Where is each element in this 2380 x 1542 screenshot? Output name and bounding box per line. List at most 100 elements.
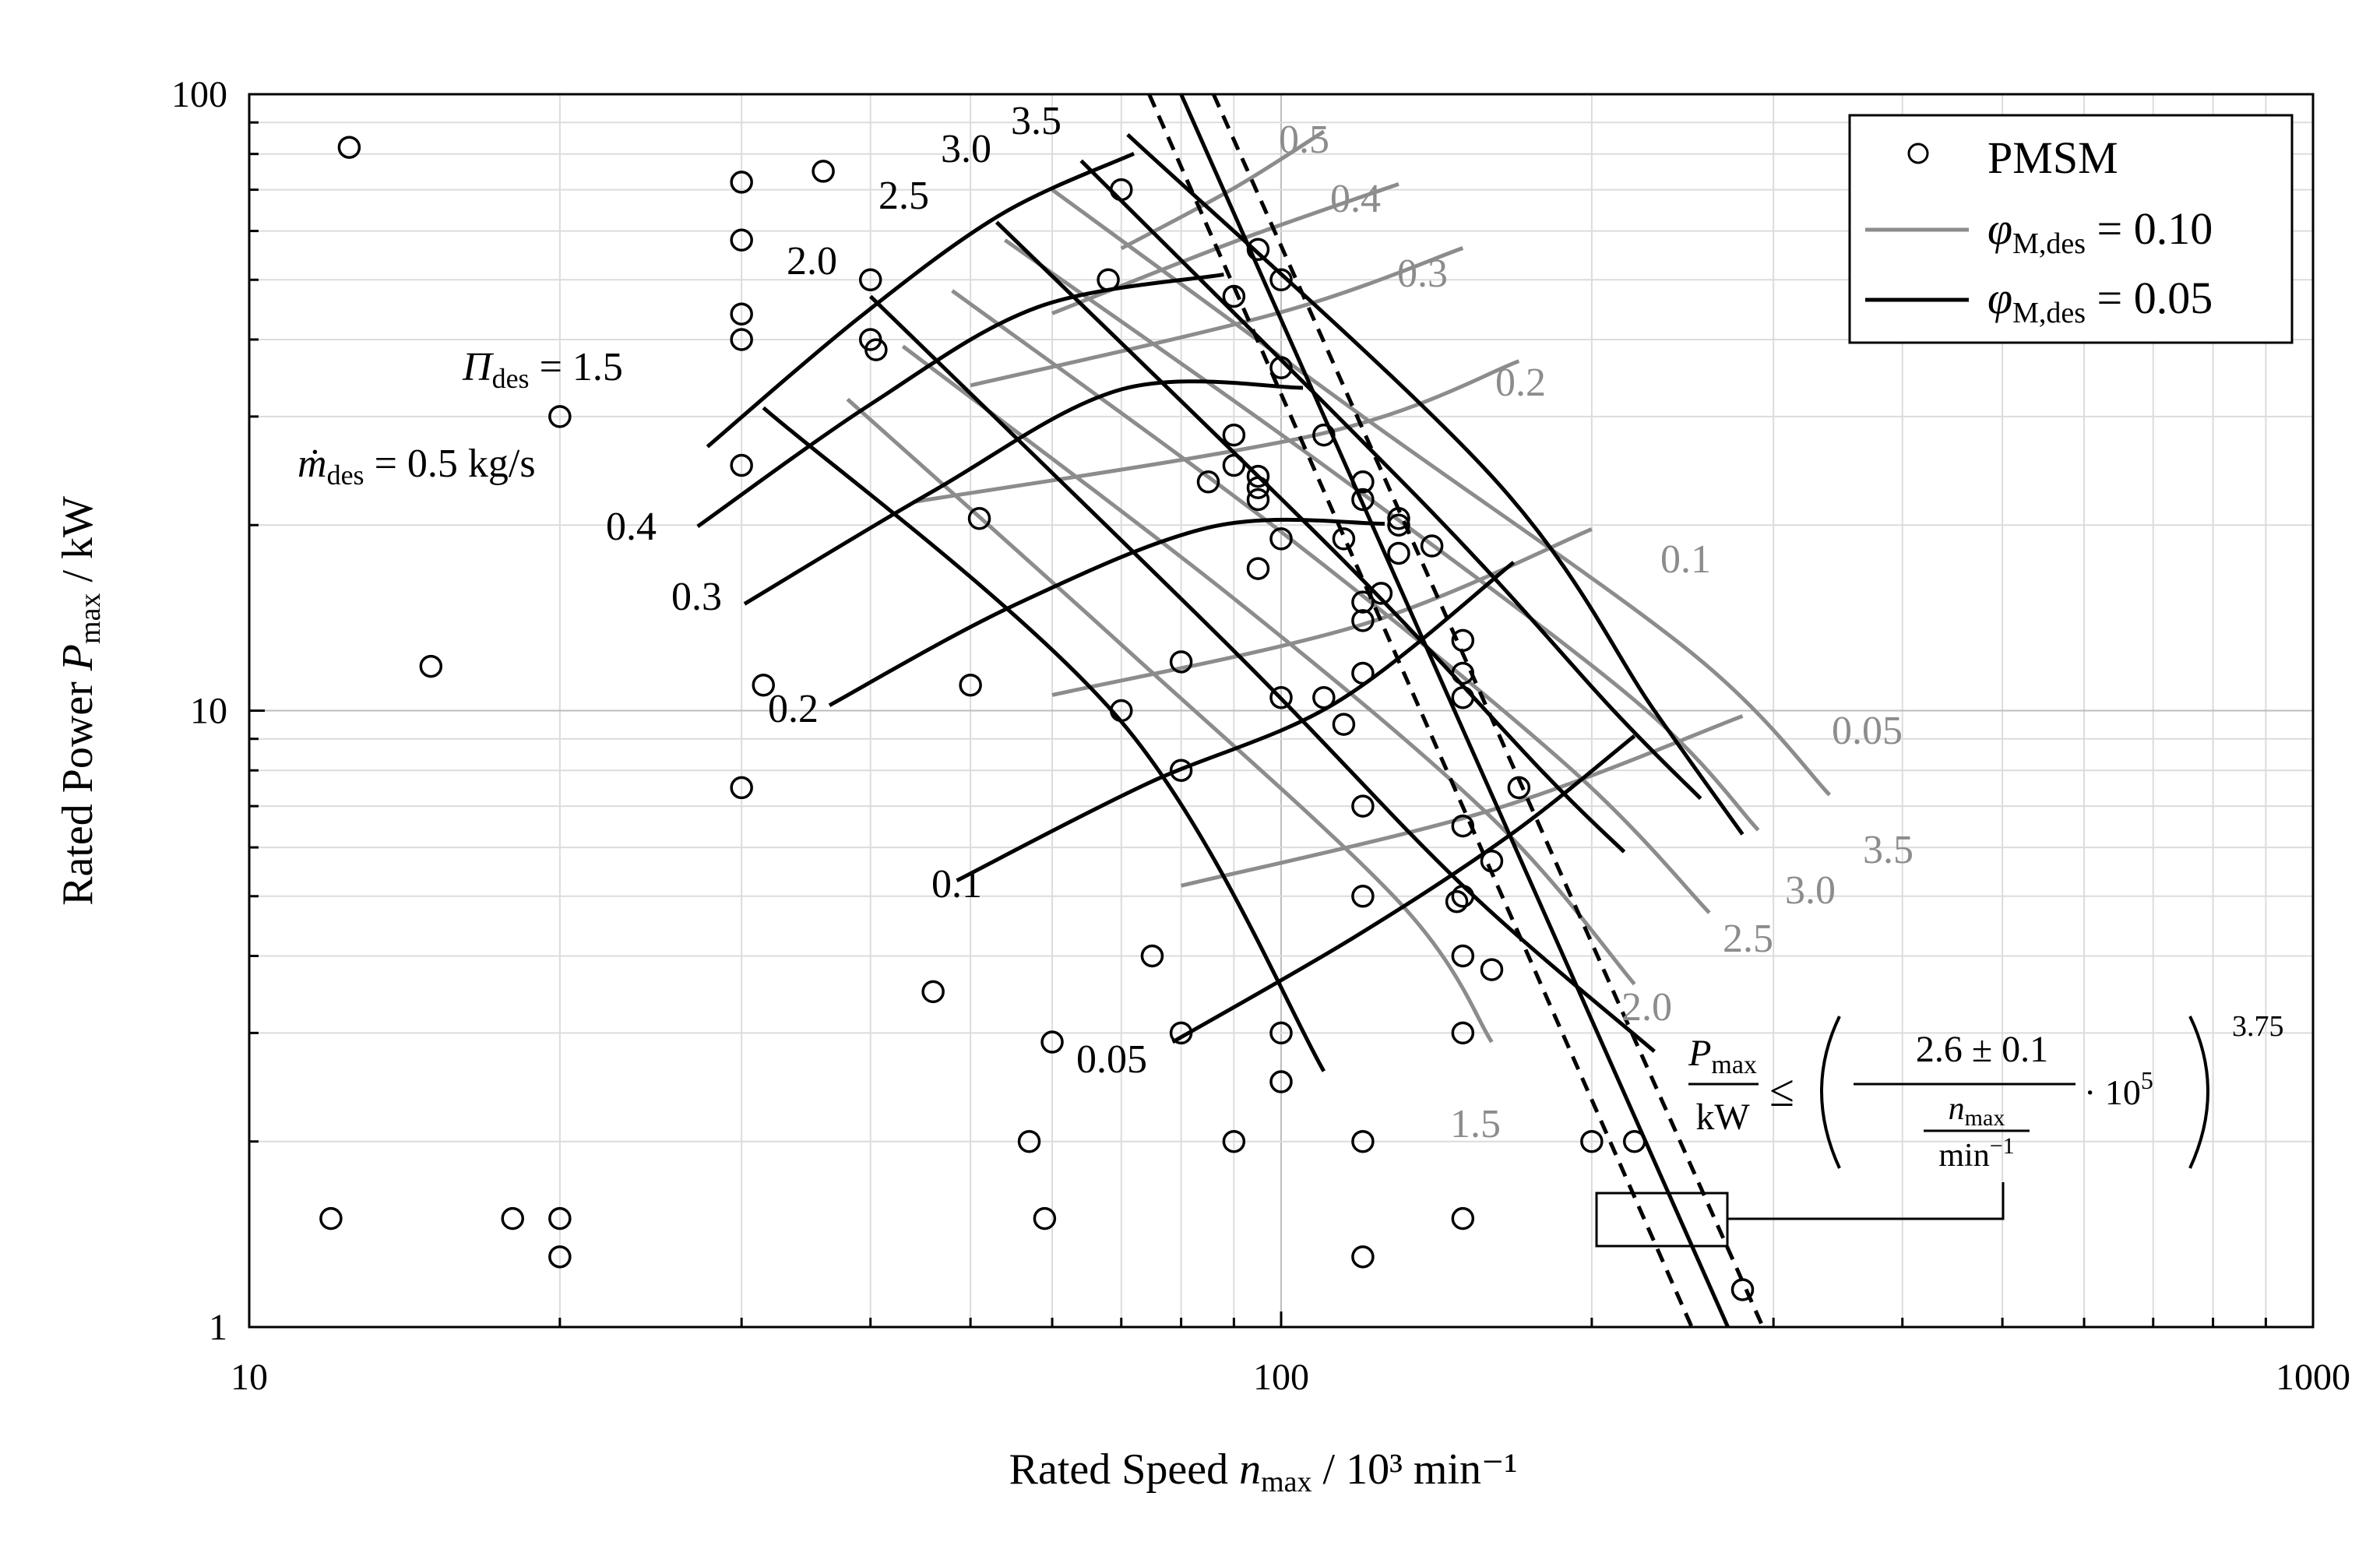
gray-mdot-label-0.05: 0.05	[1832, 709, 1903, 753]
scatter-point	[1332, 527, 1356, 551]
gray-mdot-line	[1120, 129, 1326, 251]
gray-pi-label-3.5: 3.5	[1863, 828, 1914, 872]
scatter-point	[1622, 1129, 1646, 1153]
black-mdot-line	[956, 561, 1516, 882]
gray-pi-line	[1051, 188, 1832, 797]
y-axis-label: Rated Power Pmax / kW	[54, 496, 107, 906]
scatter-point	[1169, 650, 1193, 674]
scatter-point	[1351, 661, 1375, 685]
scatter-point	[1269, 527, 1293, 551]
scatter-point	[730, 453, 753, 477]
scatter-point	[1351, 885, 1375, 908]
gray-pi-label-2.0: 2.0	[1621, 985, 1672, 1030]
black-mdot-line	[706, 152, 1135, 449]
scatter-point	[1269, 685, 1293, 709]
y-tick-label: 100	[171, 74, 227, 115]
scatter-point	[1451, 944, 1475, 968]
scatter-point	[1351, 1129, 1375, 1153]
scatter-point	[1312, 423, 1336, 447]
scatter-point	[1196, 470, 1220, 494]
black-pi-label-3.5: 3.5	[1011, 99, 1061, 143]
scatter-point	[1369, 582, 1393, 605]
scatter-point	[1387, 541, 1410, 565]
scatter-point	[1351, 470, 1375, 494]
scatter-point	[1222, 423, 1246, 447]
black-mdot-label-0.05: 0.05	[1076, 1037, 1147, 1082]
scatter-point	[1169, 759, 1193, 782]
scatter-point	[501, 1206, 524, 1230]
pi-label: Πdes = 1.5	[462, 345, 623, 394]
scatter-point	[1110, 699, 1133, 723]
scatter-point	[1480, 849, 1504, 873]
scatter-point	[1451, 1206, 1475, 1230]
black-pi-label-2.5: 2.5	[878, 174, 929, 218]
gray-mdot-label-0.4: 0.4	[1330, 177, 1381, 221]
scatter-point	[548, 405, 572, 428]
scatter-point	[319, 1206, 343, 1230]
callout-box	[1595, 1192, 1729, 1248]
scatter-point	[1351, 794, 1375, 818]
scatter-point	[1351, 590, 1375, 614]
scatter-point	[1140, 944, 1164, 968]
scatter-point	[1269, 1021, 1293, 1045]
scatter-point	[730, 228, 753, 252]
scatter-point	[1110, 178, 1133, 202]
formula-right-paren	[2188, 1016, 2209, 1169]
gray-mdot-line	[1051, 181, 1399, 315]
scatter-points	[319, 136, 1755, 1301]
scatter-point	[1222, 284, 1246, 308]
scatter-point	[1351, 1245, 1375, 1269]
bound-formula: Pmax kW ≤ 2.6 ± 0.1 nmax min−1 · 105 3.7…	[1595, 1010, 2284, 1248]
formula-lhs-denominator: kW	[1695, 1097, 1750, 1138]
scatter-point	[959, 673, 982, 697]
scatter-point	[858, 268, 882, 292]
y-tick-label: 1	[209, 1307, 227, 1348]
formula-multiplier: · 105	[2084, 1066, 2153, 1112]
formula-exponent: 3.75	[2232, 1010, 2284, 1043]
black-mdot-label-0.3: 0.3	[671, 575, 722, 619]
scatter-point	[752, 673, 776, 697]
bound-line-dashed	[1147, 93, 1694, 1329]
formula-coefficient: 2.6 ± 0.1	[1916, 1029, 2048, 1070]
gray-pi-label-3.0: 3.0	[1785, 868, 1836, 913]
black-pi-label-2.0: 2.0	[787, 239, 837, 283]
black-pi-line	[1079, 159, 1702, 801]
scatter-point	[1269, 1070, 1293, 1093]
black-mdot-label-0.1: 0.1	[931, 862, 982, 907]
gray-mdot-label-0.1: 0.1	[1660, 537, 1711, 582]
callout-leader	[1727, 1182, 2005, 1220]
x-tick-label: 100	[1253, 1357, 1309, 1398]
scatter-point	[1312, 685, 1336, 709]
scatter-point	[1351, 488, 1375, 512]
scatter-point	[548, 1245, 572, 1269]
scatter-point	[1097, 268, 1120, 292]
bound-lines	[1147, 93, 1765, 1329]
bound-line-solid	[1179, 93, 1730, 1329]
scatter-point	[1507, 776, 1531, 800]
black-mdot-line	[743, 379, 1304, 606]
gray-mdot-label-0.5: 0.5	[1279, 118, 1329, 162]
scatter-point	[1246, 476, 1270, 499]
scatter-point	[1445, 889, 1469, 914]
scatter-point	[1730, 1278, 1755, 1301]
scatter-point	[1222, 1129, 1246, 1153]
legend-pmsm: PMSM	[1987, 132, 2118, 183]
gray-pi-line	[846, 397, 1494, 1044]
legend-circle-marker	[1907, 143, 1929, 164]
formula-lhs-numerator: Pmax	[1688, 1033, 1757, 1079]
legend-phi-005: φM,des = 0.05	[1987, 273, 2213, 329]
black-mdot-line	[1171, 734, 1636, 1044]
gray-mdot-label-0.3: 0.3	[1397, 252, 1448, 296]
scatter-point	[1387, 513, 1410, 537]
formula-inner-numerator: nmax	[1949, 1091, 2005, 1131]
scatter-point	[1420, 534, 1444, 558]
scatter-point	[1387, 506, 1410, 530]
scatter-point	[1269, 268, 1293, 292]
scatter-point	[812, 160, 835, 183]
bound-line-dashed	[1211, 93, 1765, 1329]
scatter-point	[1246, 464, 1270, 488]
scatter-point	[921, 980, 945, 1004]
scatter-point	[730, 171, 753, 194]
